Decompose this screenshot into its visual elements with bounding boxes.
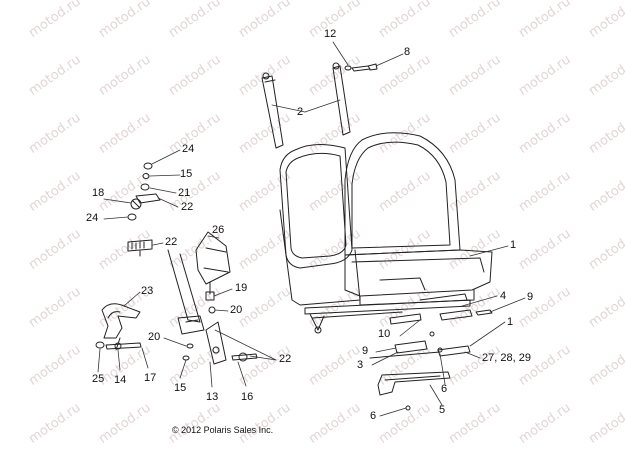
- callout-22-upper: 22: [181, 201, 194, 213]
- callout-10: 10: [378, 328, 391, 340]
- callout-22-middle: 22: [165, 236, 178, 248]
- callout-20-right: 20: [230, 304, 243, 316]
- callout-2: 2: [297, 106, 304, 118]
- callout-26: 26: [212, 224, 225, 236]
- callout-24-lower: 24: [86, 212, 99, 224]
- callout-6-lower: 6: [370, 410, 377, 422]
- callout-1-upper: 1: [510, 239, 517, 251]
- slide-hardware: [369, 293, 493, 411]
- callout-1-lower: 1: [507, 316, 514, 328]
- callout-14: 14: [114, 374, 127, 386]
- callout-6-upper: 6: [441, 383, 448, 395]
- callout-9-left: 9: [362, 345, 369, 357]
- seat-belt-retractor: [95, 303, 142, 351]
- callout-21: 21: [178, 187, 191, 199]
- lower-bracket-hardware: [182, 321, 258, 365]
- callout-19: 19: [235, 282, 248, 294]
- callout-5: 5: [439, 404, 446, 416]
- callout-17: 17: [144, 372, 157, 384]
- callout-12: 12: [324, 28, 337, 40]
- callout-8: 8: [404, 46, 411, 58]
- callout-18: 18: [92, 187, 105, 199]
- seat-belt-buckle: [167, 231, 231, 335]
- callout-16: 16: [241, 391, 254, 403]
- callout-13: 13: [206, 391, 219, 403]
- callout-25: 25: [92, 373, 105, 385]
- callout-27-28-29: 27, 28, 29: [482, 352, 531, 364]
- callout-3: 3: [357, 359, 364, 371]
- seat-assembly: [279, 132, 493, 334]
- callout-22-lower: 22: [279, 353, 292, 365]
- callout-20-left: 20: [148, 331, 161, 343]
- callout-4: 4: [500, 290, 507, 302]
- clip-hardware: [127, 162, 161, 257]
- callout-15-lower: 15: [174, 382, 187, 394]
- seat-back-brackets: [261, 62, 378, 149]
- leader-lines: [97, 41, 526, 417]
- callout-9-right: 9: [527, 291, 534, 303]
- callout-15-upper: 15: [180, 168, 193, 180]
- copyright-notice: © 2012 Polaris Sales Inc.: [172, 425, 274, 435]
- callout-23: 23: [141, 285, 154, 297]
- callout-24-upper: 24: [182, 143, 195, 155]
